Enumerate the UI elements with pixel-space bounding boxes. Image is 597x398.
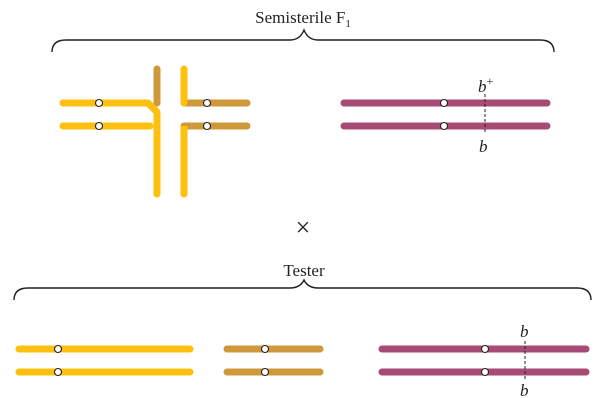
- tester-yellow-pair: [15, 344, 194, 377]
- allele-label-b: b: [520, 322, 529, 341]
- centromere: [202, 121, 212, 131]
- top-title-subscript: 1: [345, 18, 351, 30]
- centromere: [94, 98, 104, 108]
- allele-label-b-plus: b+: [478, 74, 494, 96]
- cross-symbol: ×: [296, 213, 311, 242]
- centromere: [53, 367, 63, 377]
- centromere: [480, 344, 490, 354]
- centromere: [480, 367, 490, 377]
- allele-label-b: b: [520, 381, 529, 398]
- tester-title: Tester: [283, 261, 325, 280]
- centromere: [439, 98, 449, 108]
- centromere: [439, 121, 449, 131]
- magenta-pair-top: b+ b: [340, 74, 551, 156]
- chromosome-yellow-upper: [59, 99, 161, 198]
- centromere: [260, 367, 270, 377]
- allele-label-b: b: [479, 137, 488, 156]
- centromere: [202, 98, 212, 108]
- tester-brace: [13, 278, 592, 301]
- centromere: [53, 344, 63, 354]
- top-brace: [51, 28, 555, 53]
- tester-magenta-pair: b b: [378, 322, 590, 398]
- centromere: [260, 344, 270, 354]
- centromere: [94, 121, 104, 131]
- translocation-heterozygote: [59, 65, 251, 198]
- tester-brown-pair: [223, 344, 324, 377]
- top-title: Semisterile F1: [255, 8, 351, 30]
